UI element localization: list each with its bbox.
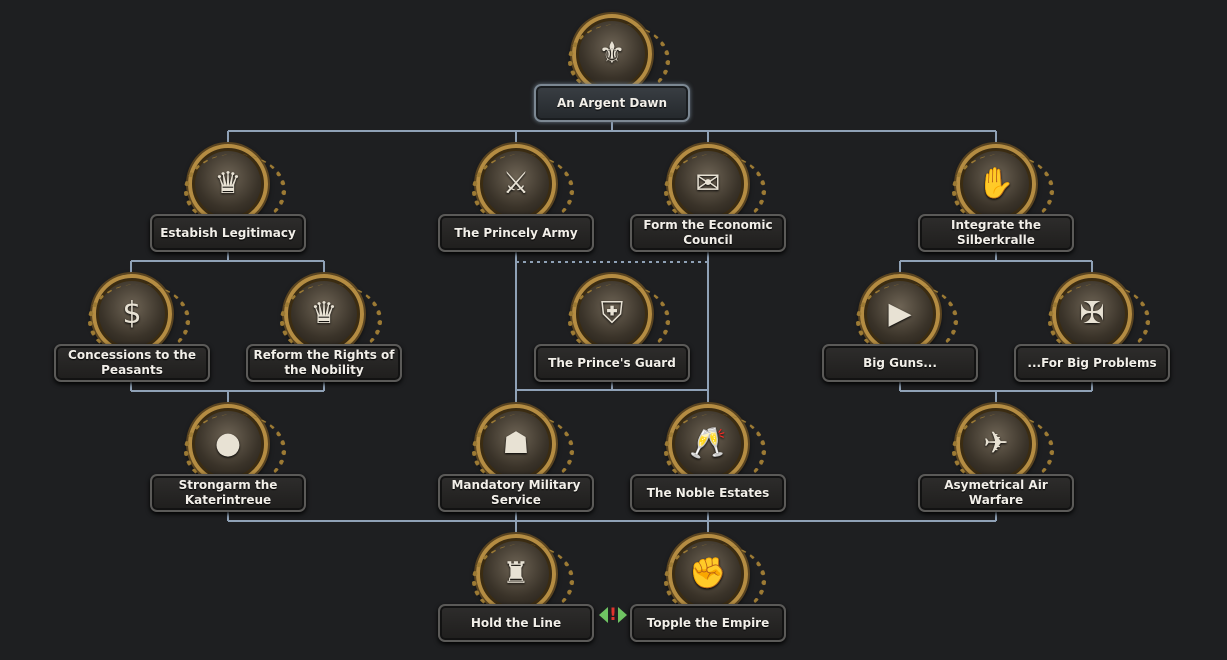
- champagne-toast-icon: 🥂: [668, 404, 748, 484]
- focus-label-plate: Integrate the Silberkralle: [918, 214, 1074, 252]
- focus-concessions-to-the-peasants[interactable]: $ Concessions to the Peasants: [54, 274, 210, 394]
- focus-label-plate: Hold the Line: [438, 604, 594, 642]
- raised-fist-icon: ✊: [668, 534, 748, 614]
- focus-label-plate: Mandatory Military Service: [438, 474, 594, 512]
- focus-reform-the-rights-of-the-nobility[interactable]: ♛ Reform the Rights of the Nobility: [246, 274, 402, 394]
- focus-label-plate: Estabish Legitimacy: [150, 214, 306, 252]
- focus-asymetrical-air-warfare[interactable]: ✈ Asymetrical Air Warfare: [918, 404, 1074, 524]
- soldier-rifle-icon: ☗: [476, 404, 556, 484]
- focus-label-plate: Strongarm the Katerintreue: [150, 474, 306, 512]
- fortress-icon: ♜: [476, 534, 556, 614]
- document-coins-icon: ✉: [668, 144, 748, 224]
- focus-for-big-problems[interactable]: ✠ ...For Big Problems: [1014, 274, 1170, 394]
- focus-establish-legitimacy[interactable]: ♛ Estabish Legitimacy: [150, 144, 306, 264]
- focus-the-princely-army[interactable]: ⚔ The Princely Army: [438, 144, 594, 264]
- focus-strongarm-the-katerintreue[interactable]: ● Strongarm the Katerintreue: [150, 404, 306, 524]
- focus-label-plate: The Prince's Guard: [534, 344, 690, 382]
- artillery-cannon-icon: ✠: [1052, 274, 1132, 354]
- focus-the-princes-guard[interactable]: ⛨ The Prince's Guard: [534, 274, 690, 394]
- focus-hold-the-line[interactable]: ♜ Hold the Line: [438, 534, 594, 654]
- arrow-left-icon: [599, 607, 608, 623]
- focus-label-plate: Form the Economic Council: [630, 214, 786, 252]
- focus-the-noble-estates[interactable]: 🥂 The Noble Estates: [630, 404, 786, 524]
- focus-label-plate: Concessions to the Peasants: [54, 344, 210, 382]
- focus-label-plate: The Princely Army: [438, 214, 594, 252]
- focus-label-plate: Topple the Empire: [630, 604, 786, 642]
- artillery-shell-icon: ▶: [860, 274, 940, 354]
- money-stack-icon: $: [92, 274, 172, 354]
- silver-dawn-emblem-icon: ⚜: [572, 14, 652, 94]
- focus-mandatory-military-service[interactable]: ☗ Mandatory Military Service: [438, 404, 594, 524]
- crossed-swords-chevron-icon: ⚔: [476, 144, 556, 224]
- spartan-helmet-icon: ⛨: [572, 274, 652, 354]
- crown-document-icon: ♛: [188, 144, 268, 224]
- anti-air-gun-icon: ✈: [956, 404, 1036, 484]
- iron-fist-icon: ●: [188, 404, 268, 484]
- mutually-exclusive-icon: !: [597, 603, 629, 627]
- focus-label-plate: ...For Big Problems: [1014, 344, 1170, 382]
- focus-big-guns[interactable]: ▶ Big Guns...: [822, 274, 978, 394]
- focus-label-plate: An Argent Dawn: [534, 84, 690, 122]
- focus-integrate-the-silberkralle[interactable]: ✋ Integrate the Silberkralle: [918, 144, 1074, 264]
- exclamation-icon: !: [609, 607, 617, 624]
- focus-label-plate: The Noble Estates: [630, 474, 786, 512]
- focus-label-plate: Reform the Rights of the Nobility: [246, 344, 402, 382]
- focus-form-the-economic-council[interactable]: ✉ Form the Economic Council: [630, 144, 786, 264]
- focus-label-plate: Asymetrical Air Warfare: [918, 474, 1074, 512]
- focus-an-argent-dawn[interactable]: ⚜ An Argent Dawn: [534, 14, 690, 134]
- crown-handshake-icon: ♛: [284, 274, 364, 354]
- handshake-icon: ✋: [956, 144, 1036, 224]
- focus-label-plate: Big Guns...: [822, 344, 978, 382]
- focus-topple-the-empire[interactable]: ✊ Topple the Empire: [630, 534, 786, 654]
- arrow-right-icon: [618, 607, 627, 623]
